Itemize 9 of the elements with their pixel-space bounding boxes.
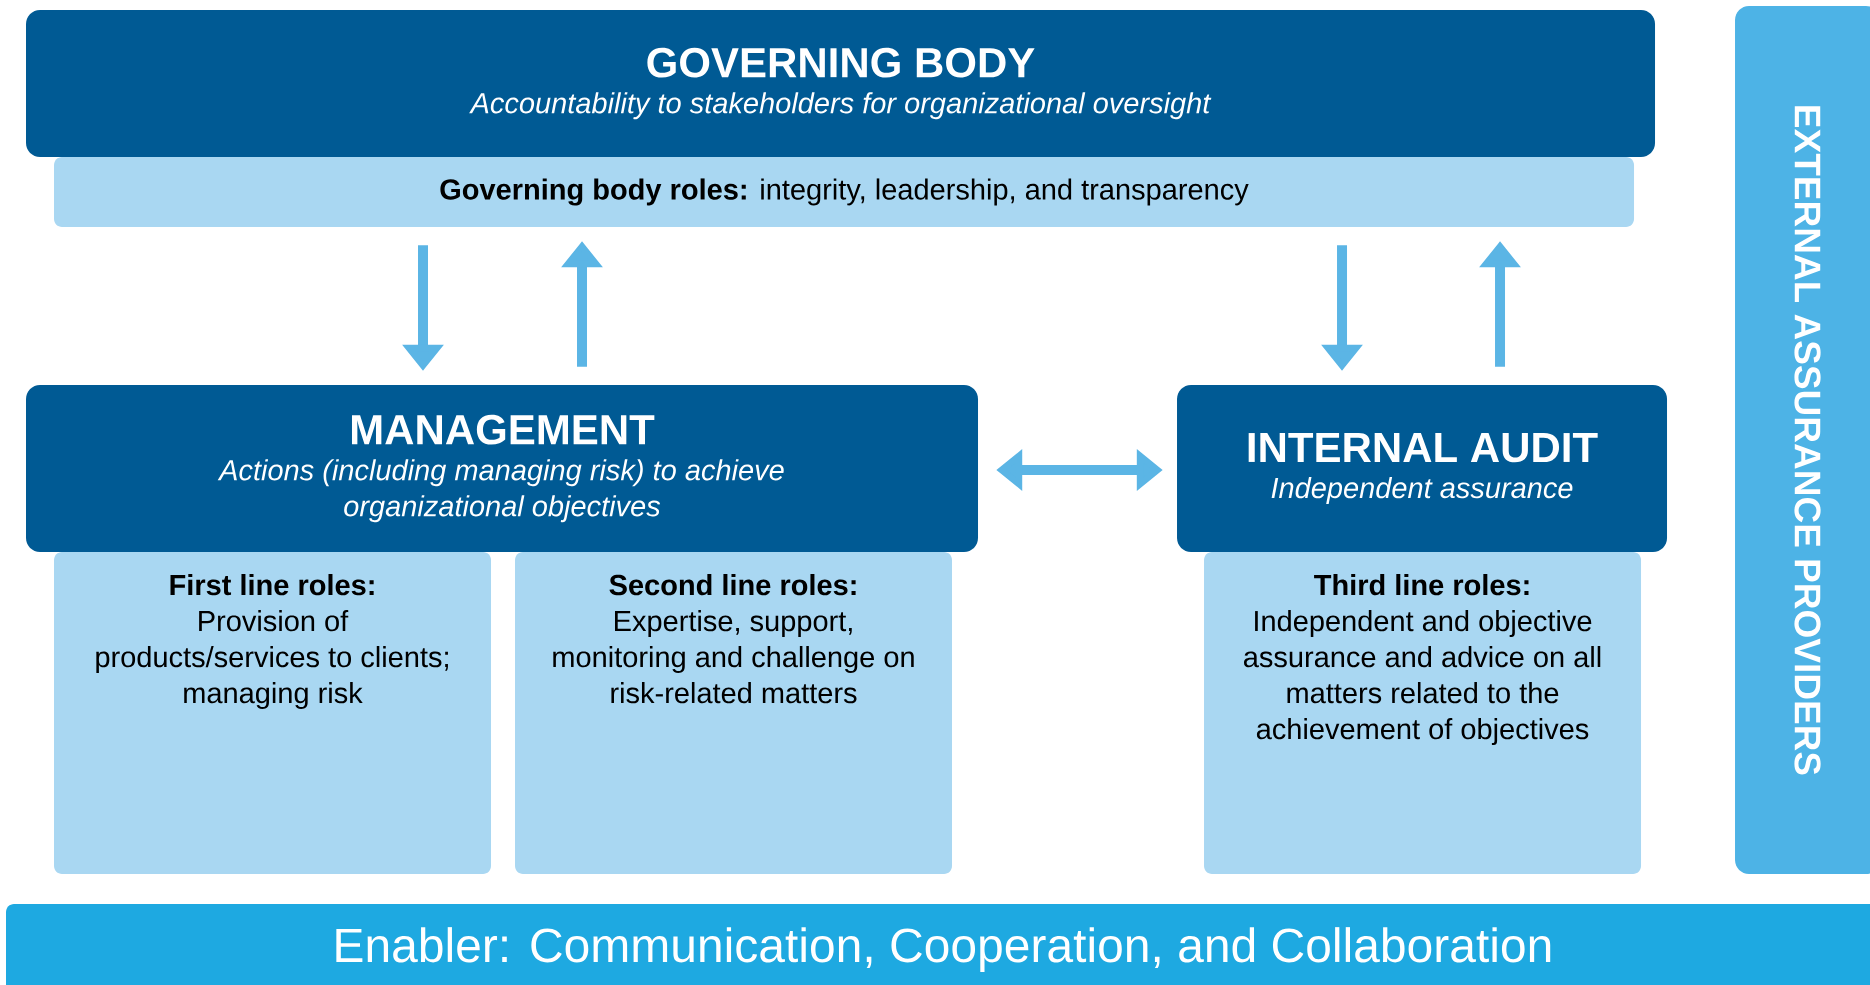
roles-box: First line roles: Provision of products/services to clients; managing risk [54, 552, 491, 874]
roles-box: Third line roles: Independent and objective assurance and advice on all matters related to the achievement of objectives [1204, 552, 1641, 874]
roles-band: Governing body roles: integrity, leadership, and transparency [54, 157, 1634, 227]
enabler-bar: Enabler: Communication, Cooperation, and Collaboration [6, 904, 1870, 985]
roles-box: Second line roles: Expertise, support, monitoring and challenge on risk-related matters [515, 552, 952, 874]
heading-box: MANAGEMENT Actions (including managing risk) to achieve organizational objectives [26, 385, 978, 552]
side-band: EXTERNAL ASSURANCE PROVIDERS [1735, 6, 1870, 874]
heading-box: GOVERNING BODY Accountability to stakeholders for organizational oversight [26, 10, 1655, 157]
heading-box: INTERNAL AUDIT Independent assurance [1177, 385, 1667, 552]
